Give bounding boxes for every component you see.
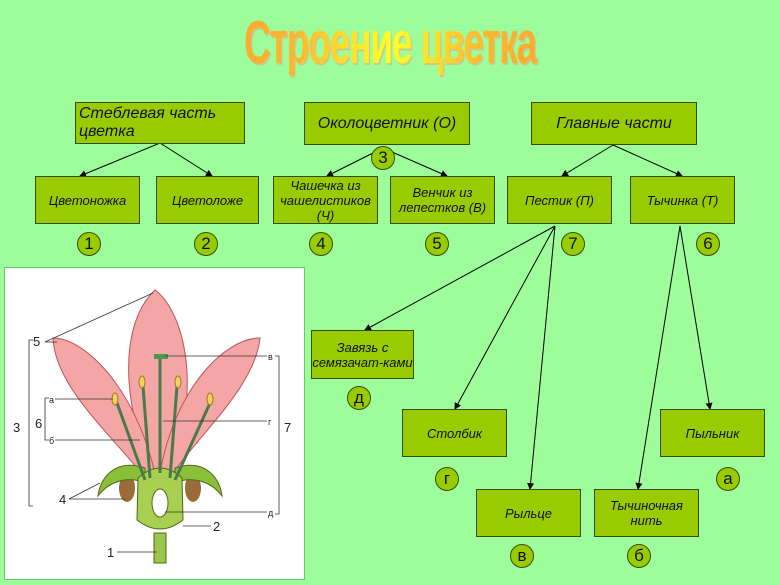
receptacle-box: Цветоложе <box>156 176 259 224</box>
figure-label-d: д <box>268 508 274 518</box>
anther-box: Пыльник <box>660 409 765 457</box>
petal-right <box>159 337 261 479</box>
anther-letter: а <box>716 467 740 491</box>
figure-label-a: а <box>49 395 54 405</box>
stigma-letter: в <box>510 544 534 568</box>
style-box: Столбик <box>402 409 507 457</box>
flower-illustration: 5 3 6 а б 4 1 2 д 7 г в <box>4 267 305 580</box>
pistil-box: Пестик (П) <box>507 176 612 224</box>
slide-title: Строение цветка <box>148 8 632 78</box>
corolla-number: 5 <box>425 232 449 256</box>
pistil-number: 7 <box>561 232 585 256</box>
perianth-box: Околоцветник (О) <box>304 102 470 145</box>
filament-box: Тычиночная нить <box>594 489 699 537</box>
main-parts-box: Главные части <box>531 102 697 145</box>
figure-label-6: 6 <box>35 416 42 431</box>
style-letter: г <box>435 467 459 491</box>
filament-letter: б <box>627 544 651 568</box>
stamen-number: 6 <box>696 232 720 256</box>
figure-label-5: 5 <box>33 334 40 349</box>
calyx-box: Чашечка из чашелистиков (Ч) <box>273 176 378 224</box>
figure-label-1: 1 <box>107 545 114 560</box>
receptacle-number: 2 <box>194 232 218 256</box>
figure-label-2: 2 <box>213 519 220 534</box>
perianth-number: 3 <box>371 146 395 170</box>
pedicel-box: Цветоножка <box>35 176 140 224</box>
figure-label-3: 3 <box>13 420 20 435</box>
ovary-letter: д <box>347 386 371 410</box>
stigma-box: Рыльце <box>476 489 581 537</box>
stamen-box: Тычинка (Т) <box>630 176 735 224</box>
ovary-box: Завязь с семязачат-ками <box>311 330 414 379</box>
calyx-number: 4 <box>309 232 333 256</box>
figure-label-7: 7 <box>284 420 291 435</box>
figure-label-g: г <box>268 417 272 427</box>
stem-part-box: Стеблевая часть цветка <box>75 102 245 144</box>
figure-label-4: 4 <box>59 492 66 507</box>
corolla-box: Венчик из лепестков (В) <box>390 176 495 224</box>
figure-label-v: в <box>268 352 273 362</box>
figure-label-b: б <box>49 436 54 446</box>
pedicel-number: 1 <box>77 232 101 256</box>
